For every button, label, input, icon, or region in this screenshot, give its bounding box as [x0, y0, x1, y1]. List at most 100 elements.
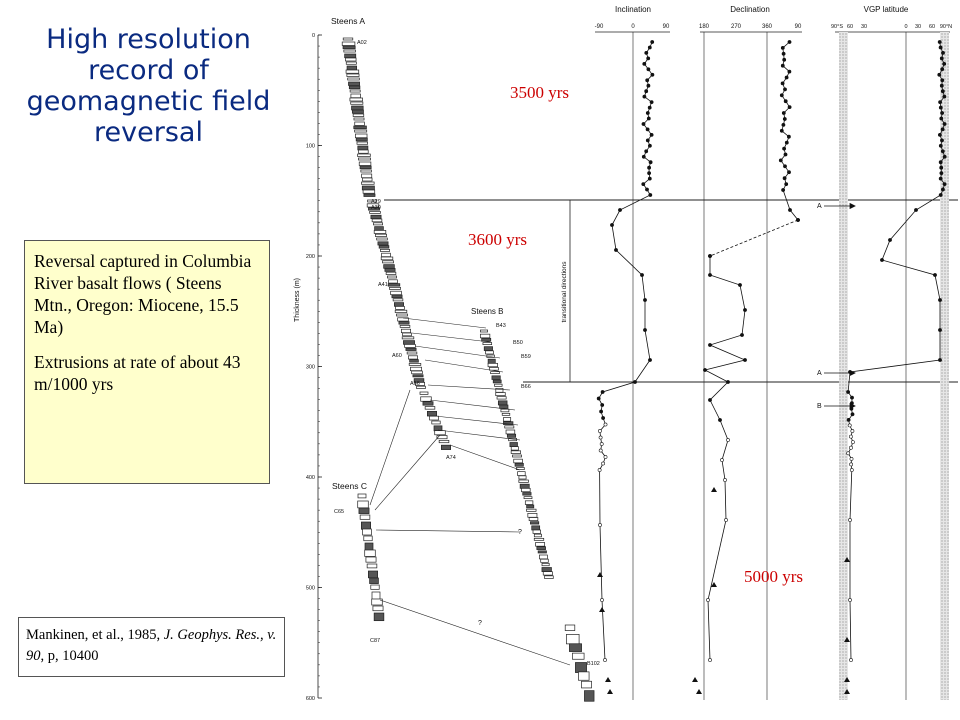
data-point: [938, 160, 943, 165]
basalt-flow: [540, 558, 549, 563]
basalt-flow: [373, 612, 385, 622]
basalt-flow: [505, 429, 516, 435]
basalt-flow: [496, 396, 507, 400]
basalt-flow: [359, 165, 372, 170]
basalt-flow: [387, 275, 397, 279]
data-point: [647, 176, 652, 181]
data-point: [933, 273, 937, 277]
basalt-flow: [362, 177, 373, 182]
data-point: [646, 56, 651, 61]
flow-labels: A02 A29 A30 A41 A60 A66 A74 B43 B50 B59 …: [334, 40, 600, 667]
data-point: [938, 328, 942, 332]
data-point: [708, 658, 712, 662]
basalt-flow: [401, 328, 411, 334]
data-point: [648, 358, 652, 362]
basalt-flow: [378, 245, 390, 249]
data-point: [644, 51, 649, 55]
data-point: [941, 187, 945, 192]
basalt-flow: [361, 181, 375, 185]
slide-title: High resolution record of geomagnetic fi…: [6, 24, 291, 148]
data-point: [780, 46, 785, 50]
basalt-flow: [409, 359, 419, 363]
citation-journal: J. Geophys. Res., v. 90: [26, 627, 277, 664]
data-point: [708, 398, 712, 402]
title-line-1: High resolution: [46, 24, 251, 55]
data-point: [648, 160, 653, 165]
basalt-flow: [394, 302, 404, 307]
basalt-flow: [370, 584, 380, 590]
basalt-flow: [403, 340, 415, 345]
panel-title-inclination: Inclination: [615, 5, 651, 14]
basalt-flow: [349, 97, 363, 102]
basalt-flow: [584, 690, 595, 702]
data-point: [938, 358, 942, 362]
data-point: [596, 396, 601, 401]
basalt-flow: [523, 496, 533, 500]
basalt-flow: [533, 537, 545, 541]
data-point: [643, 328, 647, 332]
basalt-flow: [517, 471, 526, 476]
basalt-flow: [422, 401, 434, 406]
data-point: [782, 57, 787, 62]
basalt-flow: [395, 306, 405, 310]
basalt-flow: [341, 41, 356, 46]
basalt-flow: [346, 73, 360, 77]
data-point: [940, 111, 945, 115]
basalt-flow: [351, 109, 364, 114]
basalt-flow: [506, 433, 517, 438]
basalt-flow: [487, 358, 496, 364]
basalt-flow: [488, 367, 499, 371]
basalt-flow: [362, 528, 372, 536]
data-point: [784, 182, 789, 187]
title-line-4: reversal: [94, 117, 203, 148]
data-point: [600, 403, 605, 407]
basalt-flow: [352, 113, 365, 117]
paleomag-panels: Inclination Declination VGP latitude -90…: [595, 5, 953, 30]
data-point: [633, 380, 637, 384]
triangle-marker: [711, 487, 717, 492]
data-point: [724, 518, 728, 522]
data-point: [940, 127, 945, 132]
data-point: [641, 182, 646, 187]
basalt-flow: [521, 487, 531, 493]
flow-label: B43: [496, 323, 506, 329]
data-point: [849, 462, 854, 467]
basalt-flow: [346, 65, 357, 71]
basalt-flow: [345, 57, 357, 62]
basalt-flow: [371, 591, 381, 600]
basalt-flow: [575, 662, 587, 673]
basalt-flow: [394, 309, 408, 313]
data-point: [937, 72, 942, 77]
data-point: [888, 238, 892, 242]
basalt-flow: [526, 508, 537, 512]
data-point: [880, 258, 884, 262]
data-point: [846, 390, 851, 394]
flow-label: A02: [357, 40, 367, 46]
basalt-flow: [358, 507, 370, 514]
inc-tick: 90: [663, 24, 670, 30]
basalt-flow: [412, 374, 424, 378]
data-point: [648, 193, 653, 197]
data-point: [783, 152, 788, 157]
basalt-flow: [527, 512, 538, 518]
correlation-lines: [369, 317, 571, 666]
data-point: [938, 132, 942, 137]
basalt-flow: [358, 149, 369, 154]
data-point: [848, 598, 852, 602]
basalt-flow: [519, 483, 530, 489]
basalt-flow: [499, 404, 509, 409]
basalt-flow: [374, 226, 384, 231]
basalt-flow: [348, 81, 360, 86]
basalt-flow: [392, 298, 404, 302]
data-point: [849, 658, 853, 662]
data-point: [942, 94, 947, 99]
basalt-flow: [357, 153, 371, 157]
transitional-directions-label: transitional directions: [561, 261, 568, 323]
basalt-flow: [399, 325, 411, 328]
triangle-marker: [605, 677, 611, 682]
basalt-flow: [528, 517, 539, 522]
data-point: [939, 165, 944, 170]
data-point: [937, 40, 942, 44]
basalt-flow: [372, 605, 384, 612]
triangle-marker: [607, 689, 613, 694]
